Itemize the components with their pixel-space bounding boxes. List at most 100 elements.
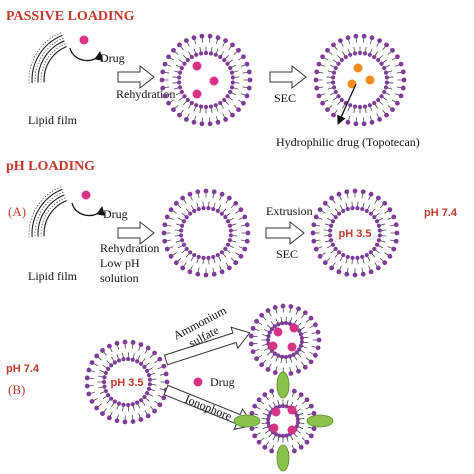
lipid-film-layer	[34, 191, 64, 237]
lipid-head	[215, 119, 221, 125]
lipid-head	[184, 215, 189, 220]
lipid-head	[308, 403, 314, 409]
lipid-head	[377, 38, 383, 44]
lipid-head	[249, 426, 255, 432]
lipid-head	[254, 318, 259, 324]
lipid-head	[225, 94, 230, 99]
passive-drug-label: Drug	[100, 51, 125, 65]
lipid-head	[312, 322, 318, 328]
lipid-head	[187, 191, 193, 197]
lipid-head	[241, 54, 246, 60]
lipid-head	[162, 61, 168, 67]
lipid-head	[276, 322, 281, 327]
a-drug-label: Drug	[103, 207, 128, 221]
lipid-head	[341, 252, 346, 258]
lipid-head	[265, 367, 271, 372]
lipid-head	[180, 265, 186, 271]
lipid-head	[308, 315, 314, 321]
lipid-head	[344, 271, 350, 277]
lipid-head	[199, 33, 205, 39]
lipid-head	[236, 47, 241, 53]
lipid-head	[203, 104, 209, 110]
lipid-head	[191, 119, 197, 125]
lipid-head	[109, 363, 114, 368]
lipid-head	[86, 391, 92, 397]
lipid-head	[219, 250, 224, 255]
lipid-head	[375, 195, 381, 201]
lipid-head	[298, 444, 304, 450]
lipid-head	[130, 402, 135, 407]
lipid-head	[189, 100, 194, 106]
drug-dot	[271, 407, 281, 417]
lipid-head	[254, 356, 259, 362]
lipid-film-layer	[31, 34, 63, 84]
lipid-head	[368, 269, 374, 275]
lipid-head	[138, 361, 144, 366]
ionophore-left	[233, 414, 261, 428]
lipid-head	[377, 228, 382, 233]
lipid-head	[311, 426, 317, 432]
lipid-head	[329, 265, 335, 271]
lipid-head	[384, 42, 389, 48]
lipid-head	[295, 417, 300, 422]
lipid-head	[313, 77, 319, 83]
hollow-arrow-ammonium	[163, 326, 251, 366]
lipid-head	[283, 354, 289, 360]
lipid-head	[259, 312, 265, 318]
lipid-head	[296, 368, 301, 374]
lipid-head	[192, 208, 197, 214]
lipid-head	[337, 211, 342, 216]
lipid-head	[331, 70, 337, 75]
lipid-head	[320, 100, 325, 106]
lipid-head	[262, 392, 268, 398]
lipid-head	[357, 50, 363, 56]
lipid-head	[393, 238, 399, 244]
lipid-head	[84, 383, 90, 389]
lipid-head	[291, 388, 297, 394]
lipid-head	[311, 222, 317, 228]
lipid-head	[164, 379, 170, 385]
drug-dot	[192, 89, 202, 99]
lipid-head	[215, 252, 220, 258]
lipid-head	[161, 363, 167, 369]
lipid-film-1	[28, 32, 67, 84]
lipid-head	[391, 214, 397, 220]
lipid-head	[215, 35, 221, 41]
hollow-arrow-4	[265, 220, 305, 246]
lipid-head	[280, 433, 286, 439]
lipid-head	[320, 54, 325, 60]
lipid-head	[394, 230, 400, 236]
lipid-head	[246, 85, 252, 91]
lipid-head	[372, 215, 377, 220]
lipid-head	[364, 208, 369, 214]
lipid-head	[295, 420, 300, 425]
lipid-head	[114, 418, 120, 424]
lipid-head	[112, 399, 117, 404]
section-a-letter: (A)	[8, 204, 26, 219]
lipid-head	[367, 103, 372, 108]
drug-particle-2	[81, 190, 91, 200]
lipid-head	[400, 69, 406, 75]
lipid-head	[138, 342, 144, 347]
ionophore-bottom	[276, 444, 290, 472]
lipid-head	[215, 208, 220, 214]
section-b-letter: (B)	[8, 382, 25, 397]
passive-loading-heading: PASSIVE LOADING	[6, 9, 135, 24]
hollow-arrow-ionophore	[163, 384, 254, 431]
lipid-head	[317, 207, 323, 213]
lipid-head	[242, 246, 248, 252]
hollow-arrow-1	[117, 64, 155, 90]
lipid-head	[230, 80, 235, 85]
lipid-head	[331, 75, 336, 80]
lipid-head	[266, 420, 271, 425]
lipid-head	[207, 33, 213, 39]
lipid-head	[308, 359, 314, 365]
lipid-head	[328, 233, 333, 238]
lipid-head	[331, 80, 336, 85]
lipid-head	[311, 410, 317, 416]
lipid-head	[252, 403, 258, 409]
drug-dot	[192, 61, 202, 71]
lipid-head	[161, 395, 167, 401]
lipid-head	[298, 343, 304, 348]
